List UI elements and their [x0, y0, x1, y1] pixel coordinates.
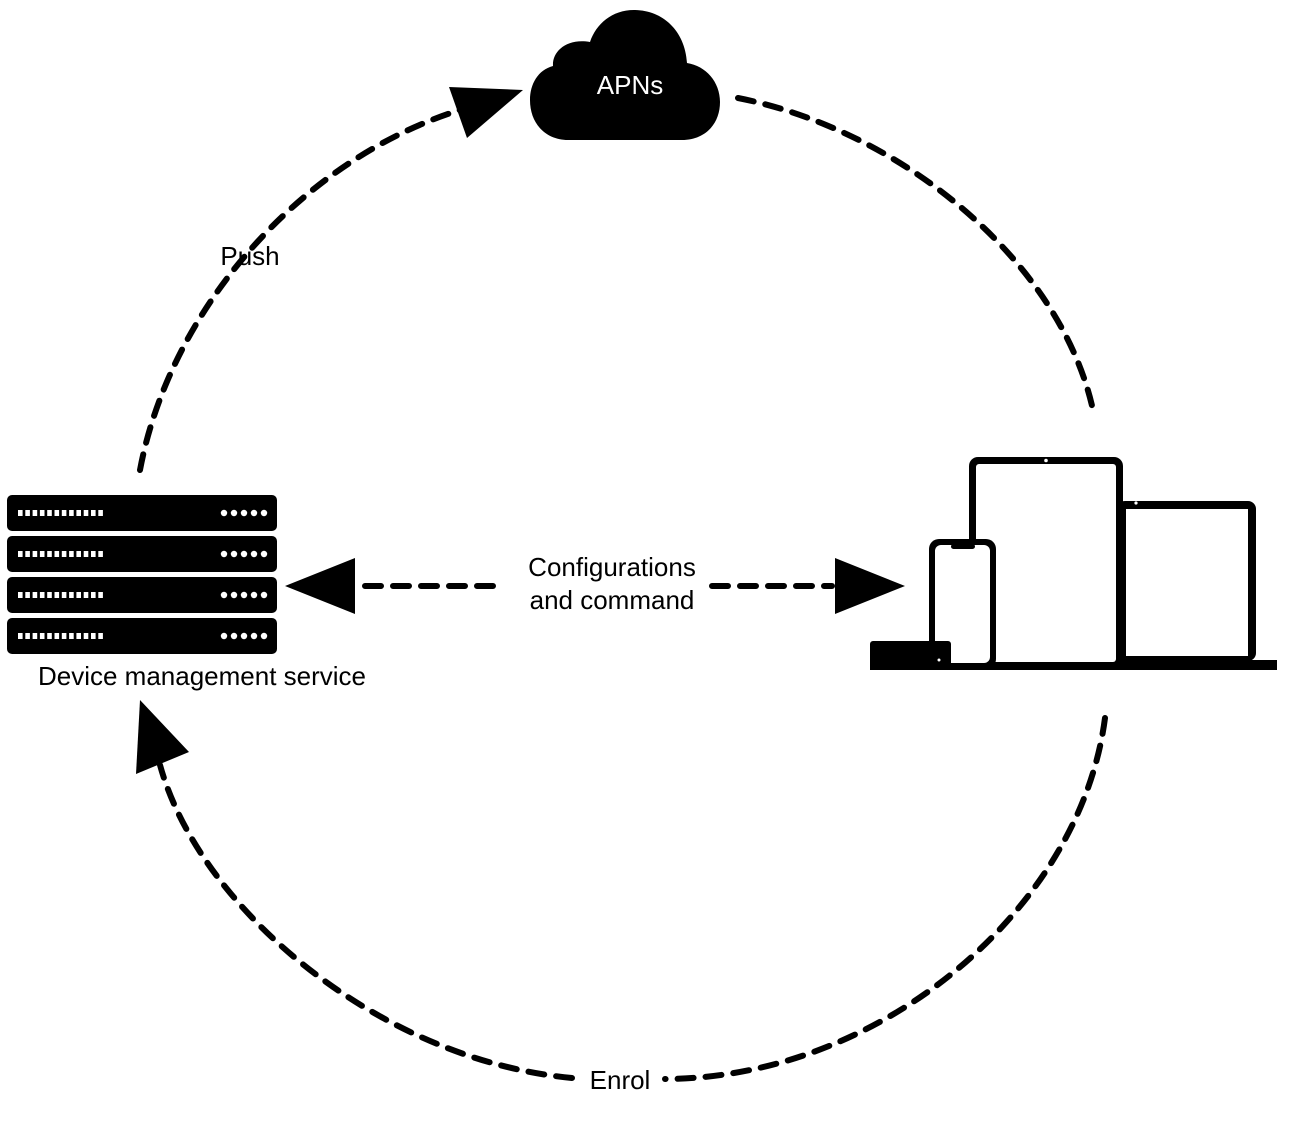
tablet-icon [969, 457, 1123, 669]
config-arrowhead-left [285, 558, 355, 614]
enrol-arc [662, 715, 1108, 1082]
set-top-box-icon [870, 641, 951, 668]
cloud-icon [530, 10, 720, 140]
laptop-icon [1100, 501, 1277, 670]
apns-label: APNs [597, 70, 663, 100]
phone-icon [929, 539, 996, 669]
apple-devices-icon [870, 457, 1277, 670]
server-unit [7, 577, 277, 613]
config-label-line2: and command [530, 585, 695, 615]
server-label: Device management service [38, 661, 366, 691]
push-arc [137, 107, 463, 473]
enrol-arrowhead [136, 700, 189, 774]
push-label: Push [220, 241, 279, 271]
server-unit [7, 495, 277, 531]
config-label-line1: Configurations [528, 552, 696, 582]
apns-to-devices-arc [735, 95, 1096, 413]
server-unit [7, 536, 277, 572]
enrol-arc-left [157, 762, 575, 1081]
server-rack-icon [7, 495, 277, 654]
push-arrowhead [449, 87, 523, 138]
enrol-label: Enrol [590, 1065, 651, 1095]
config-arrowhead-right [835, 558, 905, 614]
server-unit [7, 618, 277, 654]
